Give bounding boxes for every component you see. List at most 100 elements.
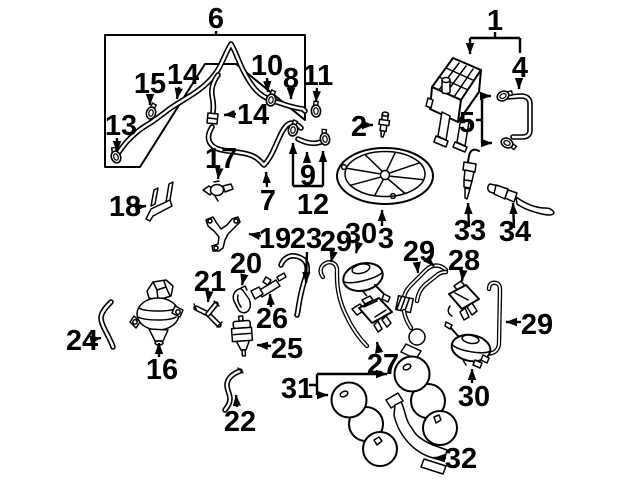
callout-23[interactable]: 23 [290, 223, 322, 255]
leader-29a [329, 250, 338, 263]
callout-32-group: 32 [433, 443, 477, 475]
callout-20[interactable]: 20 [230, 248, 262, 280]
callout-21[interactable]: 21 [194, 266, 226, 298]
callout-14a[interactable]: 14 [167, 59, 199, 91]
bracket-32 [385, 392, 448, 475]
clamp-11 [309, 99, 322, 119]
callout-18-group: 18 [109, 191, 147, 223]
callouts: 6 1 4 5 2 10 8 [66, 3, 553, 475]
callout-28[interactable]: 28 [448, 245, 480, 277]
leader-33 [464, 202, 473, 228]
callout-16[interactable]: 16 [146, 354, 178, 386]
callout-18[interactable]: 18 [109, 191, 141, 223]
hose-9 [295, 136, 324, 147]
oxygen-sensor-34 [487, 183, 555, 216]
callout-1[interactable]: 1 [487, 5, 503, 37]
sensor-26 [250, 272, 287, 300]
callout-19-group: 19 [248, 223, 291, 255]
callout-31-group: 31 [281, 369, 388, 405]
leader-29b-1 [412, 261, 421, 274]
callout-5[interactable]: 5 [459, 107, 475, 139]
callout-24-group: 24 [66, 325, 102, 357]
hose-4 [504, 93, 533, 140]
callout-30a[interactable]: 30 [345, 218, 377, 250]
callout-19[interactable]: 19 [259, 223, 291, 255]
clamp-5-top [494, 86, 515, 104]
callout-14b-group: 14 [223, 99, 269, 131]
vacuum-actuator-30-bottom [444, 321, 492, 369]
bracket-18 [145, 181, 174, 222]
callout-22-group: 22 [224, 394, 256, 438]
leader-5 [476, 96, 484, 143]
callout-26-group: 26 [256, 293, 288, 335]
callout-9-group: 9 [300, 151, 316, 192]
hose-22 [222, 367, 244, 413]
callout-14b[interactable]: 14 [237, 99, 269, 131]
leader-11 [312, 87, 321, 103]
callout-8[interactable]: 8 [283, 63, 299, 95]
callout-34-group: 34 [499, 202, 531, 248]
leader-24 [89, 335, 102, 344]
callout-17-group: 17 [205, 143, 237, 180]
callout-17[interactable]: 17 [205, 143, 237, 175]
parts-artwork [98, 34, 555, 475]
vacuum-actuator-30-top [342, 262, 391, 303]
hose-24 [98, 299, 116, 350]
callout-20-group: 20 [230, 248, 262, 286]
callout-4[interactable]: 4 [512, 52, 528, 84]
callout-31[interactable]: 31 [281, 373, 313, 405]
callout-11[interactable]: 11 [303, 60, 334, 92]
callout-12-group: 12 [288, 142, 329, 221]
leader-29b-2 [423, 255, 435, 267]
callout-27[interactable]: 27 [367, 349, 399, 381]
callout-21-group: 21 [194, 266, 226, 303]
callout-32[interactable]: 32 [445, 443, 477, 475]
callout-30a-group: 30 [345, 218, 377, 254]
callout-2[interactable]: 2 [351, 111, 367, 143]
leader-10 [263, 77, 272, 93]
pipe-29-middle [394, 263, 449, 360]
hose-29-left [318, 260, 370, 349]
callout-33-group: 33 [454, 202, 486, 247]
callout-24[interactable]: 24 [66, 325, 98, 357]
callout-12[interactable]: 12 [297, 189, 329, 221]
leader-34 [509, 202, 518, 229]
callout-15[interactable]: 15 [134, 68, 166, 100]
callout-29b[interactable]: 29 [403, 236, 435, 268]
callout-29a[interactable]: 29 [320, 226, 352, 258]
callout-3[interactable]: 3 [378, 223, 394, 255]
hose-7 [205, 120, 304, 168]
callout-29c-group: 29 [505, 309, 553, 341]
check-valve-2 [378, 111, 391, 138]
callout-14a-group: 14 [167, 59, 199, 100]
callout-23-group: 23 [290, 223, 322, 284]
leader-28 [459, 269, 468, 282]
callout-7[interactable]: 7 [260, 185, 276, 217]
solenoid-valve-28 [447, 280, 480, 321]
charcoal-canister [425, 57, 482, 153]
callout-26[interactable]: 26 [256, 303, 288, 335]
callout-29a-group: 29 [320, 226, 352, 263]
callout-30b[interactable]: 30 [458, 381, 490, 413]
callout-10[interactable]: 10 [251, 50, 283, 82]
callout-29c[interactable]: 29 [521, 309, 553, 341]
callout-22[interactable]: 22 [224, 406, 256, 438]
callout-6-group: 6 [208, 3, 224, 35]
callout-30b-group: 30 [458, 368, 490, 413]
callout-6[interactable]: 6 [208, 3, 224, 35]
callout-28-group: 28 [448, 245, 480, 282]
callout-33[interactable]: 33 [454, 215, 486, 247]
leader-1 [470, 32, 522, 53]
callout-15-group: 15 [134, 68, 166, 106]
callout-25[interactable]: 25 [271, 333, 303, 365]
callout-13[interactable]: 13 [105, 110, 137, 142]
egr-valve-16 [129, 279, 184, 350]
leader-22 [232, 394, 242, 408]
bracket-19 [205, 216, 241, 252]
sensor-17 [202, 180, 234, 202]
y-connector-21 [193, 300, 223, 328]
callout-9[interactable]: 9 [300, 160, 316, 192]
leader-14a [174, 86, 183, 100]
callout-34[interactable]: 34 [499, 216, 531, 248]
